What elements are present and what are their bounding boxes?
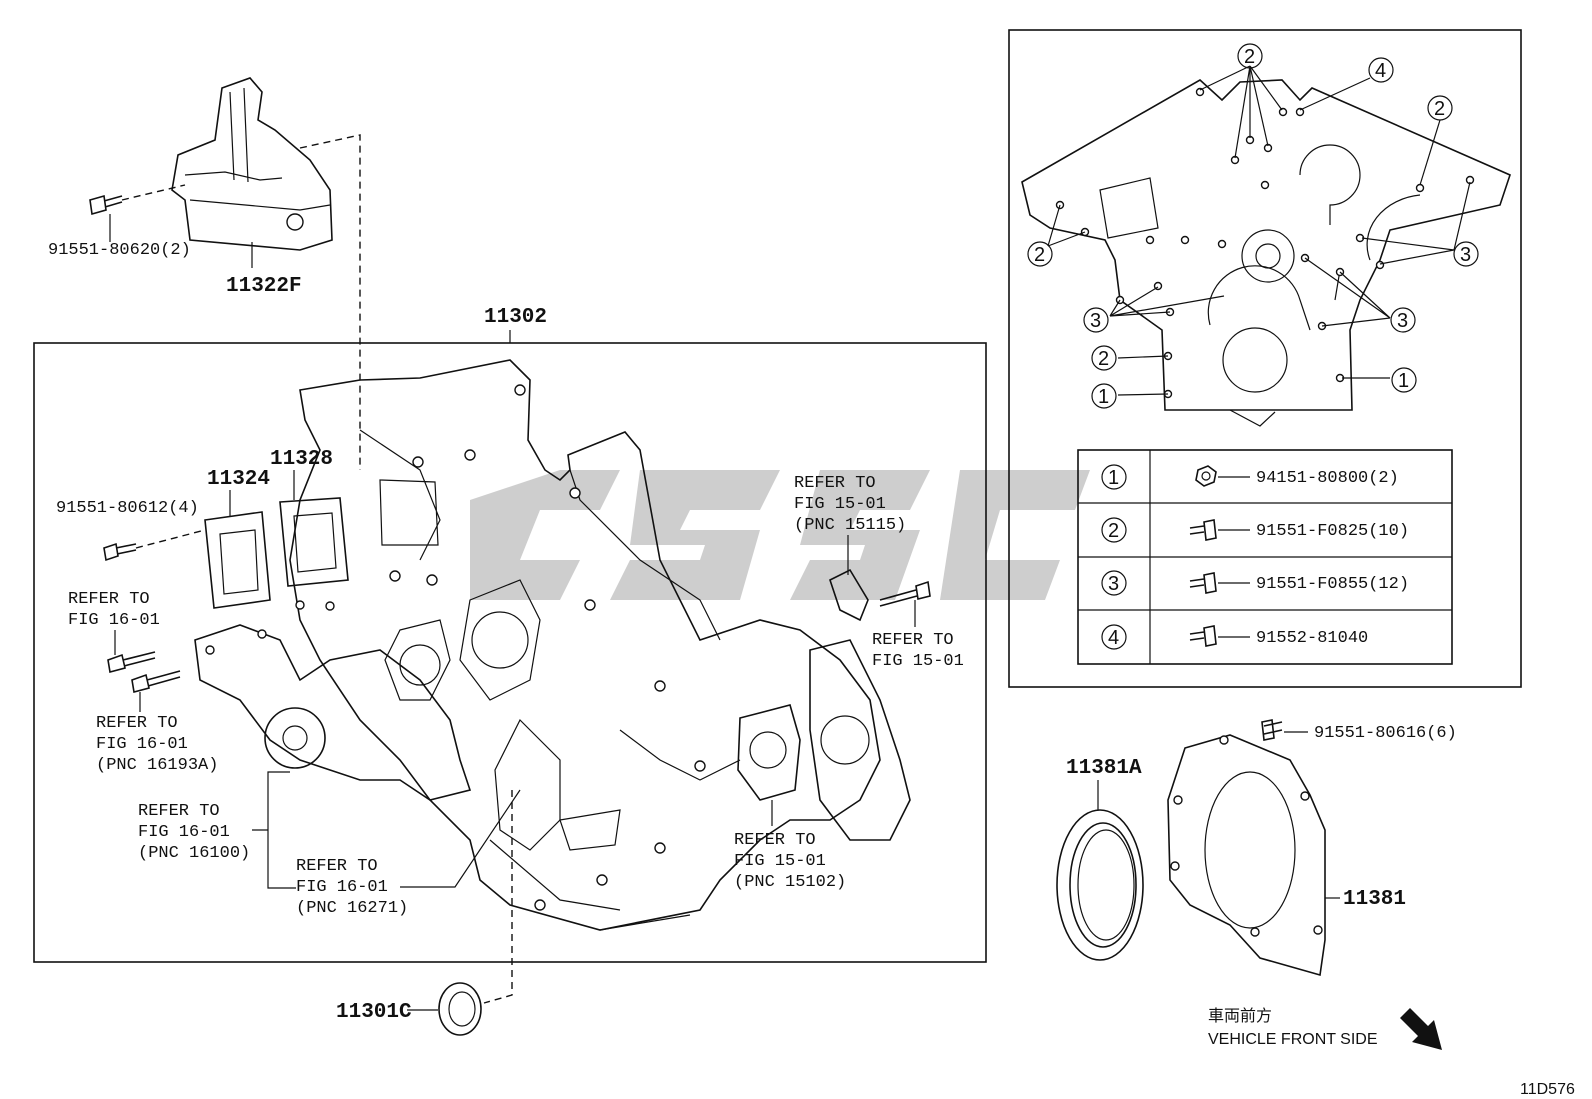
svg-text:2: 2: [1434, 98, 1445, 120]
label-11328: 11328: [270, 448, 333, 471]
ref4-line3: (PNC 16271): [296, 899, 408, 918]
legend-part-2: 91551-F0825(10): [1256, 522, 1409, 541]
gasket-11324-illustration: [204, 511, 271, 609]
ref2-line3: (PNC 16193A): [96, 756, 218, 775]
legend-part-3: 91551-F0855(12): [1256, 575, 1409, 594]
ref7-line2: FIG 15-01: [872, 652, 964, 671]
figure-id: 11D576: [1520, 1081, 1575, 1098]
svg-text:3: 3: [1460, 244, 1471, 266]
flange-bolt-icon: [1189, 572, 1217, 594]
bolt-91551-80612-icon: [103, 542, 137, 562]
flange-bolt-icon: [1189, 625, 1217, 647]
watermark-logo: [470, 470, 1090, 600]
legend-part-1: 94151-80800(2): [1256, 469, 1399, 488]
ref5-line1: REFER TO: [734, 831, 816, 850]
nut-icon: [1195, 465, 1217, 487]
legend-key-4: 4: [1108, 627, 1119, 649]
ref1-line1: REFER TO: [68, 590, 150, 609]
ref6-line2: FIG 15-01: [794, 495, 886, 514]
ref4-line2: FIG 16-01: [296, 878, 388, 897]
water-pump-illustration: [194, 600, 472, 801]
label-11302: 11302: [484, 306, 547, 329]
ref2-line1: REFER TO: [96, 714, 178, 733]
ref2-line2: FIG 16-01: [96, 735, 188, 754]
bolt-location-inset-frame: [1008, 29, 1522, 688]
direction-label-en: VEHICLE FRONT SIDE: [1208, 1031, 1378, 1048]
bracket-11322F-illustration: [171, 77, 333, 251]
label-11381: 11381: [1343, 888, 1406, 911]
legend-key-2: 2: [1108, 520, 1119, 542]
svg-text:1: 1: [1398, 370, 1409, 392]
svg-text:2: 2: [1244, 46, 1255, 68]
svg-text:3: 3: [1090, 310, 1101, 332]
label-11381A: 11381A: [1066, 757, 1142, 780]
inset-bolt-holes: [1055, 87, 1475, 399]
ref1-line2: FIG 16-01: [68, 611, 160, 630]
ref7-line1: REFER TO: [872, 631, 954, 650]
svg-text:4: 4: [1375, 60, 1386, 82]
rear-oil-seal-11381A-illustration: [1056, 809, 1144, 961]
legend-key-3: 3: [1108, 573, 1119, 595]
ref5-line2: FIG 15-01: [734, 852, 826, 871]
oil-pump-illustration: [737, 568, 911, 841]
ref4-line1: REFER TO: [296, 857, 378, 876]
flange-bolt-icon: [1189, 519, 1217, 541]
label-91551-80616: 91551-80616(6): [1314, 724, 1457, 743]
ref3-line1: REFER TO: [138, 802, 220, 821]
inset-callout-circles: 2 4 2 2 3 3 3 2 1 1: [1027, 43, 1479, 409]
ref5-line3: (PNC 15102): [734, 873, 846, 892]
svg-text:1: 1: [1098, 386, 1109, 408]
label-91551-80620: 91551-80620(2): [48, 241, 191, 260]
svg-text:3: 3: [1397, 310, 1408, 332]
direction-label-jp: 車両前方: [1208, 1007, 1272, 1025]
label-11324: 11324: [207, 468, 270, 491]
bolt-water-pump-lower-icon: [131, 670, 181, 693]
label-11301C: 11301C: [336, 1001, 412, 1024]
svg-text:2: 2: [1034, 244, 1045, 266]
legend-key-1: 1: [1108, 467, 1119, 489]
label-11322F: 11322F: [226, 275, 302, 298]
label-91551-80612: 91551-80612(4): [56, 499, 199, 518]
oil-seal-11301C-illustration: [438, 982, 482, 1036]
legend-part-4: 91552-81040: [1256, 629, 1368, 648]
retainer-11381-illustration: [1167, 734, 1326, 977]
direction-arrow-icon: [1400, 1008, 1442, 1050]
bolt-legend-table: 1 2 3 4 94151-80800(2) 91551-F0825(10) 9…: [1077, 449, 1453, 665]
bolt-91551-80620-icon: [89, 194, 123, 216]
ref6-line1: REFER TO: [794, 474, 876, 493]
bolt-91551-80616-icon: [1261, 719, 1283, 741]
bolt-oil-pump-icon: [879, 580, 931, 607]
inset-callout-leaders: [1047, 65, 1471, 396]
ref3-line2: FIG 16-01: [138, 823, 230, 842]
ref3-line3: (PNC 16100): [138, 844, 250, 863]
ref6-line3: (PNC 15115): [794, 516, 906, 535]
timing-chain-cover-illustration: [289, 359, 881, 931]
svg-text:2: 2: [1098, 348, 1109, 370]
assembly-11302-frame: [33, 342, 987, 963]
gasket-11328-illustration: [279, 497, 349, 587]
bolt-water-pump-upper-icon: [107, 651, 156, 673]
